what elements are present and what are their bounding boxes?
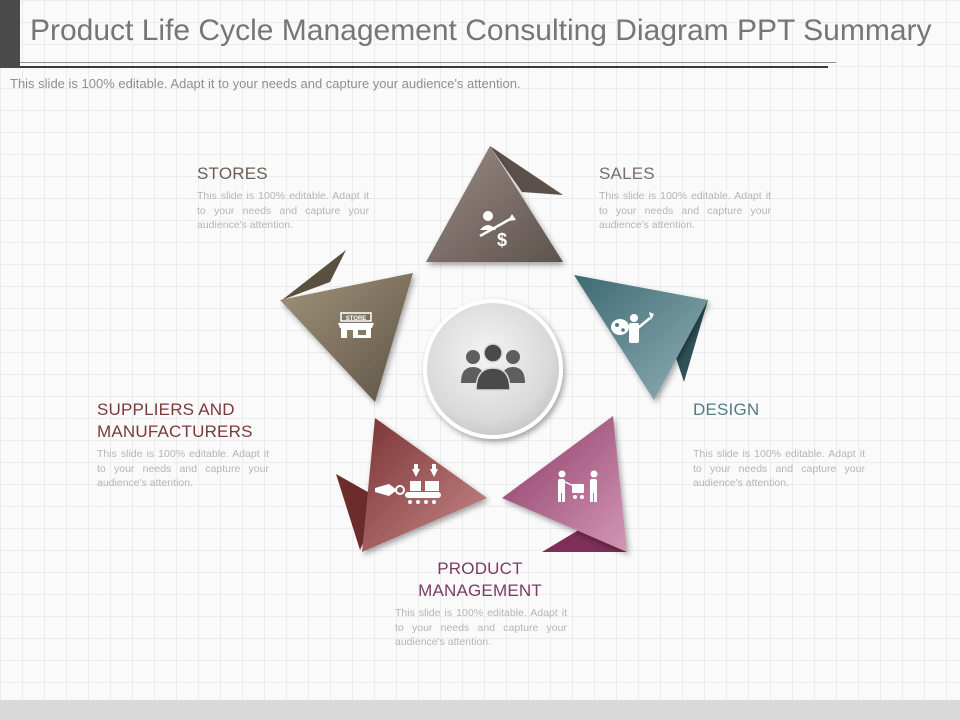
- design-segment: [574, 275, 708, 400]
- stores-description: This slide is 100% editable. Adapt it to…: [197, 190, 369, 231]
- product-management-label-line2: MANAGEMENT: [418, 581, 542, 600]
- suppliers-description: This slide is 100% editable. Adapt it to…: [97, 448, 269, 489]
- product-management-label: PRODUCT MANAGEMENT: [395, 558, 565, 602]
- suppliers-segment: [336, 418, 487, 552]
- conveyor-icon: [375, 464, 441, 504]
- painter-icon: [611, 312, 654, 343]
- title-rule-thick: [20, 66, 828, 68]
- page-subtitle: This slide is 100% editable. Adapt it to…: [10, 76, 521, 91]
- center-circle: [423, 299, 563, 439]
- dollar-growth-icon: $: [479, 211, 516, 250]
- suppliers-triangle: [362, 418, 487, 552]
- sales-label: SALES: [599, 164, 655, 183]
- title-rule-thin: [20, 62, 836, 63]
- product-management-flap: [542, 528, 627, 552]
- storefront-icon: STORE: [338, 312, 374, 338]
- suppliers-label: SUPPLIERS AND MANUFACTURERS: [97, 399, 253, 443]
- stores-flap: [282, 250, 346, 300]
- footer-bar: [0, 700, 960, 720]
- suppliers-flap: [336, 474, 382, 550]
- svg-text:$: $: [497, 230, 507, 250]
- product-management-label-line1: PRODUCT: [437, 559, 523, 578]
- design-description: This slide is 100% editable. Adapt it to…: [693, 448, 865, 489]
- product-management-segment: [502, 416, 627, 552]
- people-cart-icon: [558, 470, 598, 502]
- suppliers-label-line1: SUPPLIERS AND: [97, 400, 235, 419]
- sales-segment: $: [426, 146, 563, 262]
- suppliers-label-line2: MANUFACTURERS: [97, 422, 253, 441]
- stores-label: STORES: [197, 164, 268, 183]
- product-management-description: This slide is 100% editable. Adapt it to…: [395, 607, 567, 648]
- title-accent-bar: [0, 0, 20, 68]
- design-flap: [670, 300, 708, 382]
- design-label: DESIGN: [693, 400, 760, 419]
- page-title: Product Life Cycle Management Consulting…: [30, 14, 932, 47]
- sales-description: This slide is 100% editable. Adapt it to…: [599, 190, 771, 231]
- store-sign-text: STORE: [346, 316, 367, 322]
- sales-triangle: [426, 146, 563, 262]
- stores-segment: STORE: [280, 250, 413, 402]
- design-triangle: [574, 275, 708, 400]
- sales-flap: [490, 146, 563, 195]
- team-icon: [461, 343, 525, 391]
